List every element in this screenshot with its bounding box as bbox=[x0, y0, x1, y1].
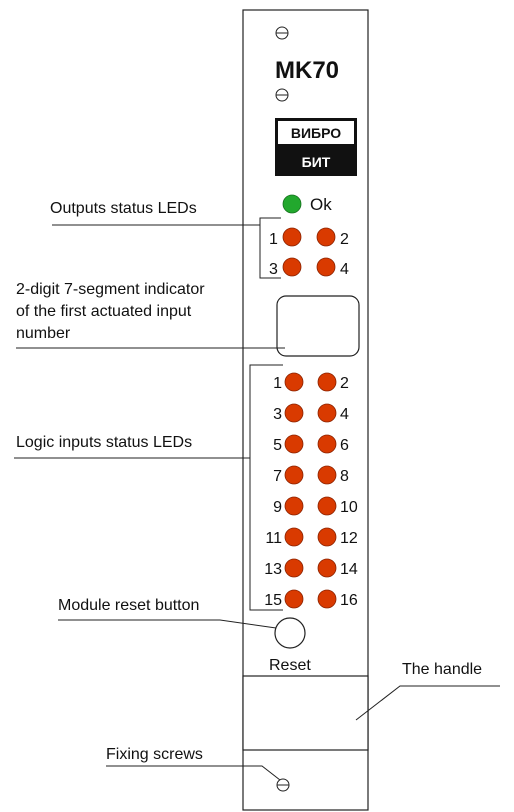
input-led bbox=[317, 527, 337, 547]
ok-led bbox=[282, 194, 302, 214]
ok-label: Ok bbox=[310, 195, 332, 214]
input-led bbox=[284, 403, 304, 423]
input-led-label: 10 bbox=[340, 499, 358, 516]
input-led-label: 3 bbox=[273, 406, 282, 423]
input-led bbox=[317, 496, 337, 516]
input-led bbox=[317, 372, 337, 392]
inputs-bracket bbox=[249, 364, 283, 611]
input-led bbox=[284, 527, 304, 547]
input-led bbox=[284, 465, 304, 485]
output-led-label: 3 bbox=[269, 261, 278, 278]
input-led bbox=[317, 589, 337, 609]
annotation-logic-inputs: Logic inputs status LEDs bbox=[16, 434, 192, 451]
outputs-bracket bbox=[259, 217, 281, 279]
input-led bbox=[284, 372, 304, 392]
annotation-reset: Module reset button bbox=[58, 597, 199, 614]
input-led bbox=[317, 465, 337, 485]
input-led bbox=[317, 434, 337, 454]
output-led bbox=[316, 257, 336, 277]
screw-icon bbox=[276, 778, 290, 792]
input-led-label: 1 bbox=[273, 375, 282, 392]
input-led-label: 5 bbox=[273, 437, 282, 454]
leader-handle bbox=[355, 685, 500, 721]
output-led-label: 4 bbox=[340, 261, 349, 278]
reset-button[interactable] bbox=[274, 617, 306, 649]
module-handle[interactable] bbox=[242, 675, 369, 751]
output-led-label: 1 bbox=[269, 231, 278, 248]
annotation-indicator-line1: 2-digit 7-segment indicator bbox=[16, 281, 205, 298]
input-led bbox=[284, 434, 304, 454]
annotation-screws: Fixing screws bbox=[106, 746, 203, 763]
output-led bbox=[316, 227, 336, 247]
input-led bbox=[317, 403, 337, 423]
input-led-label: 6 bbox=[340, 437, 349, 454]
input-led-label: 12 bbox=[340, 530, 358, 547]
annotation-outputs: Outputs status LEDs bbox=[50, 200, 197, 217]
input-led bbox=[284, 496, 304, 516]
output-led bbox=[282, 227, 302, 247]
leader-reset bbox=[58, 619, 277, 629]
logo-text-bottom: БИТ bbox=[302, 154, 331, 170]
module-title: MK70 bbox=[275, 57, 339, 84]
input-led-label: 9 bbox=[273, 499, 282, 516]
reset-label: Reset bbox=[269, 657, 311, 674]
input-led-label: 2 bbox=[340, 375, 349, 392]
input-led bbox=[284, 589, 304, 609]
output-led-label: 2 bbox=[340, 231, 349, 248]
input-led bbox=[317, 558, 337, 578]
input-led-label: 16 bbox=[340, 592, 358, 609]
screw-icon bbox=[275, 88, 289, 102]
output-leds: 1 2 3 4 bbox=[269, 227, 349, 278]
annotation-indicator-line3: number bbox=[16, 325, 71, 342]
input-led-label: 8 bbox=[340, 468, 349, 485]
brand-logo: ВИБРО БИТ bbox=[275, 118, 357, 176]
input-led-label: 15 bbox=[264, 592, 282, 609]
input-led-label: 4 bbox=[340, 406, 349, 423]
input-led-label: 11 bbox=[265, 530, 282, 547]
screw-icon bbox=[275, 26, 289, 40]
output-led bbox=[282, 257, 302, 277]
leader-screws bbox=[106, 765, 281, 781]
input-led bbox=[284, 558, 304, 578]
input-led-label: 13 bbox=[264, 561, 282, 578]
input-led-label: 7 bbox=[273, 468, 282, 485]
input-led-label: 14 bbox=[340, 561, 358, 578]
annotation-indicator-line2: of the first actuated input bbox=[16, 303, 192, 320]
seven-segment-indicator bbox=[276, 295, 360, 357]
logo-text-top: ВИБРО bbox=[291, 125, 341, 141]
annotation-handle: The handle bbox=[402, 661, 482, 678]
